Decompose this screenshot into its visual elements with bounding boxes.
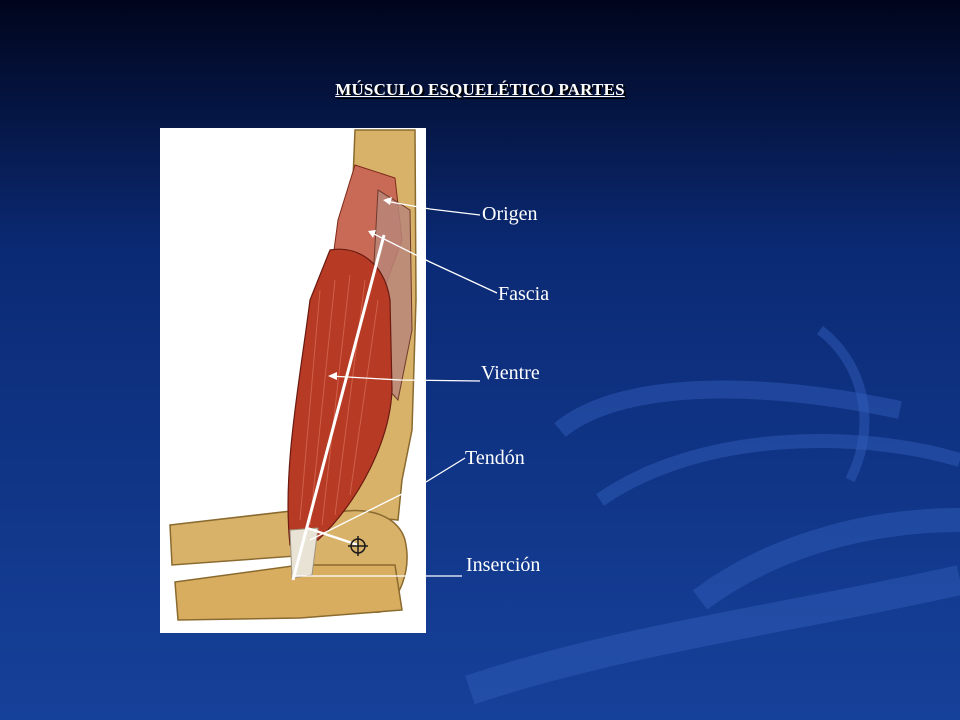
- muscle-fibers: [299, 274, 379, 526]
- label-fascia: Fascia: [498, 283, 550, 305]
- leader-line-tendon-lower: [309, 481, 427, 541]
- muscle-axis-line: [291, 234, 386, 581]
- slide-title: MÚSCULO ESQUELÉTICO PARTES: [335, 80, 625, 99]
- swirl-decoration: [465, 326, 960, 705]
- label-origen: Origen: [482, 203, 538, 225]
- label-vientre: Vientre: [481, 362, 540, 384]
- leader-arrowheads: [328, 197, 392, 380]
- leader-lines: [292, 200, 498, 577]
- lever-arm-line: [306, 526, 359, 547]
- leader-line-origen: [384, 200, 481, 216]
- leader-line-fascia: [369, 231, 498, 294]
- leader-line-vientre: [329, 375, 481, 382]
- label-insercion: Inserción: [466, 554, 541, 576]
- label-tendon: Tendón: [465, 447, 525, 469]
- joint-axis-marker: [348, 536, 368, 556]
- leader-line-tendon: [425, 457, 466, 483]
